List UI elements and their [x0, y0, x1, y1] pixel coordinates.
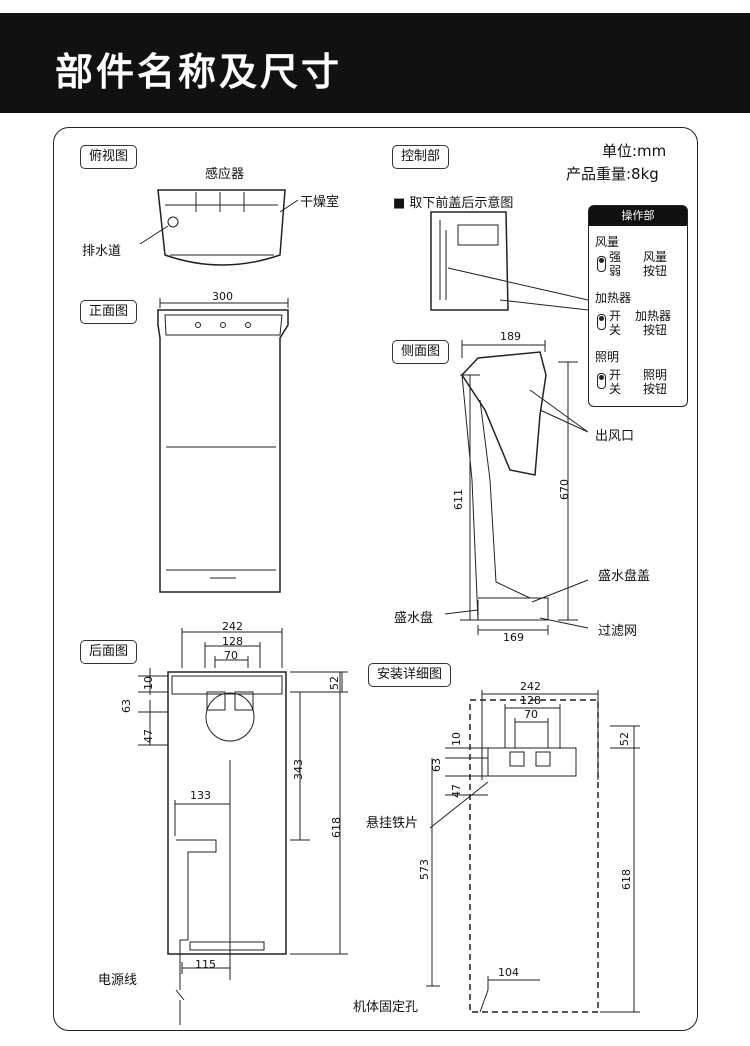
section-front-view: 正面图 — [80, 300, 138, 324]
hanging-plate-label: 悬挂铁片 — [366, 816, 419, 831]
light-opt1: 开 — [609, 368, 622, 382]
dim-back-47: 47 — [142, 729, 155, 743]
air-outlet-label: 出风口 — [595, 429, 635, 444]
tray-cover-label: 盛水盘盖 — [598, 569, 651, 584]
heater-btn2: 按钮 — [643, 323, 668, 337]
power-cord-label: 电源线 — [98, 973, 138, 988]
sensor-label: 感应器 — [205, 167, 245, 182]
dim-install-70: 70 — [524, 708, 538, 721]
dim-install-63: 63 — [430, 758, 443, 772]
light-btn1: 照明 — [643, 368, 668, 382]
section-side-view: 侧面图 — [392, 340, 450, 364]
dim-back-115: 115 — [195, 958, 216, 971]
airflow-opt2: 弱 — [609, 264, 622, 278]
dim-back-618: 618 — [330, 817, 343, 838]
dim-back-10: 10 — [142, 676, 155, 690]
dim-front-width: 300 — [212, 290, 233, 303]
page-title: 部件名称及尺寸 — [55, 50, 343, 94]
tray-label: 盛水盘 — [394, 611, 434, 626]
unit-label: 单位:mm — [602, 142, 667, 160]
group-light-name: 照明 — [595, 350, 620, 364]
light-opt2: 关 — [609, 382, 622, 396]
dim-back-133: 133 — [190, 789, 211, 802]
dim-side-611: 611 — [452, 489, 465, 510]
dim-side-bottom: 169 — [503, 631, 524, 644]
light-btn2: 按钮 — [643, 382, 668, 396]
dim-install-573: 573 — [418, 859, 431, 880]
fix-hole-label: 机体固定孔 — [353, 1000, 419, 1015]
section-top-view: 俯视图 — [80, 145, 138, 169]
dim-side-670: 670 — [558, 479, 571, 500]
dim-back-128: 128 — [222, 635, 243, 648]
content-frame — [53, 127, 698, 1031]
dim-back-52: 52 — [328, 676, 341, 690]
light-toggle-icon[interactable] — [597, 373, 606, 389]
airflow-toggle-icon[interactable] — [597, 256, 606, 272]
airflow-btn1: 风量 — [643, 250, 668, 264]
drain-label: 排水道 — [82, 244, 122, 259]
dim-back-343: 343 — [292, 759, 305, 780]
control-panel: 操作部 风量 强 弱 风量 按钮 加热器 开 关 加热器 按钮 照明 开 关 照… — [588, 205, 688, 407]
dim-back-242: 242 — [222, 620, 243, 633]
group-airflow-name: 风量 — [595, 235, 620, 249]
section-back-view: 后面图 — [80, 640, 138, 664]
filter-label: 过滤网 — [598, 624, 638, 639]
weight-label: 产品重量:8kg — [566, 165, 659, 183]
section-control: 控制部 — [392, 145, 450, 169]
dim-install-10: 10 — [450, 732, 463, 746]
heater-opt1: 开 — [609, 309, 622, 323]
dim-install-52: 52 — [618, 732, 631, 746]
heater-toggle-icon[interactable] — [597, 314, 606, 330]
group-heater-name: 加热器 — [595, 291, 632, 305]
heater-opt2: 关 — [609, 323, 622, 337]
dim-install-242: 242 — [520, 680, 541, 693]
header-bar: 部件名称及尺寸 — [0, 13, 750, 113]
heater-btn1: 加热器 — [635, 309, 672, 323]
dim-back-63: 63 — [120, 699, 133, 713]
section-install: 安装详细图 — [368, 663, 452, 687]
control-panel-title: 操作部 — [589, 206, 687, 226]
dryer-label: 干燥室 — [300, 195, 340, 210]
dim-install-47: 47 — [450, 784, 463, 798]
dim-back-70: 70 — [224, 649, 238, 662]
dim-install-104: 104 — [498, 966, 519, 979]
airflow-btn2: 按钮 — [643, 264, 668, 278]
dim-install-618: 618 — [620, 869, 633, 890]
dim-install-128: 128 — [520, 694, 541, 707]
airflow-opt1: 强 — [609, 250, 622, 264]
front-cover-label: ■ 取下前盖后示意图 — [393, 196, 514, 211]
dim-side-top: 189 — [500, 330, 521, 343]
